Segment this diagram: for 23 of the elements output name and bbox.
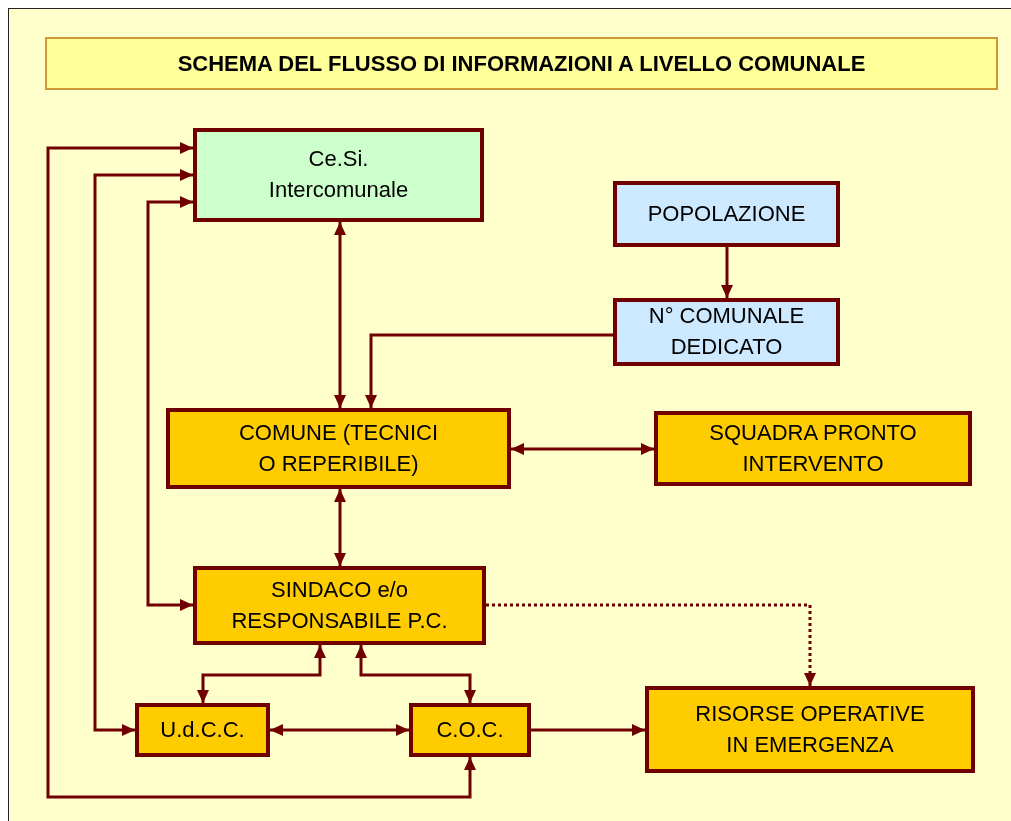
arrow bbox=[334, 222, 346, 408]
arrow bbox=[93, 169, 193, 736]
arrow bbox=[270, 724, 409, 736]
process-box: COMUNE (TECNICI O REPERIBILE) bbox=[166, 408, 511, 489]
process-box: RISORSE OPERATIVE IN EMERGENZA bbox=[645, 686, 975, 773]
arrow bbox=[146, 196, 193, 611]
arrow bbox=[531, 724, 645, 736]
process-box: SINDACO e/o RESPONSABILE P.C. bbox=[193, 566, 486, 645]
arrow bbox=[511, 443, 654, 455]
process-box: SQUADRA PRONTO INTERVENTO bbox=[654, 411, 972, 486]
process-box: N° COMUNALE DEDICATO bbox=[613, 298, 840, 366]
arrow bbox=[486, 603, 816, 686]
process-box: Ce.Si. Intercomunale bbox=[193, 128, 484, 222]
process-box: POPOLAZIONE bbox=[613, 181, 840, 247]
arrow bbox=[355, 645, 476, 703]
process-box: C.O.C. bbox=[409, 703, 531, 757]
process-box: U.d.C.C. bbox=[135, 703, 270, 757]
arrow bbox=[46, 142, 476, 799]
arrow bbox=[721, 247, 733, 298]
arrow bbox=[334, 489, 346, 566]
arrow bbox=[365, 333, 613, 408]
title-banner: SCHEMA DEL FLUSSO DI INFORMAZIONI A LIVELLO COMUNALE bbox=[45, 37, 998, 90]
arrow bbox=[197, 645, 326, 703]
